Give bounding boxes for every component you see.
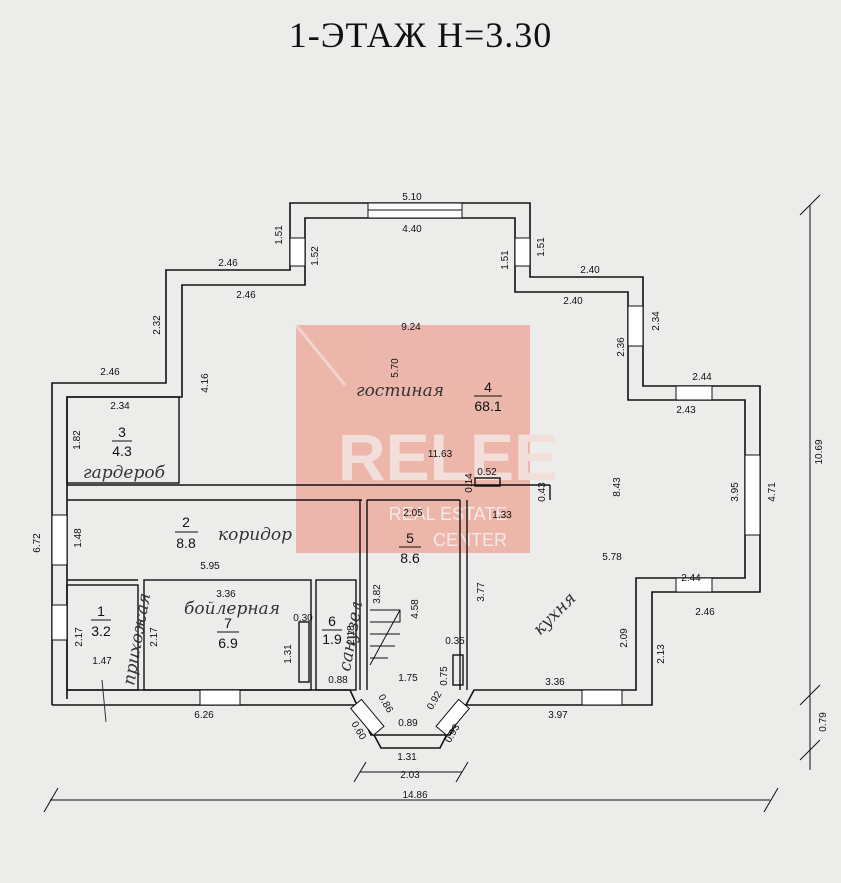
dim-label: 2.09 [619,628,630,648]
room-name: гостиная [356,381,444,401]
dim-label: 3.77 [476,582,487,602]
dim-label: 0.52 [477,467,497,478]
dim-label: 2.05 [403,508,423,519]
dim-label: 0.89 [398,718,418,729]
dim-label: 0.14 [464,473,475,493]
dim-label: 2.36 [616,337,627,357]
dim-label: 2.43 [676,405,696,416]
room-labels: 3 4.3 гардероб 2 8.8 коридор 4 68.1 гост… [83,379,580,687]
room-number: 2 [182,514,190,530]
dim-label: 11.63 [428,449,453,460]
dim-label: 2.17 [74,627,85,647]
room-area: 8.8 [176,535,196,551]
dim-label: 6.72 [32,533,43,553]
dim-label: 4.71 [767,482,778,502]
dim-label: 5.70 [390,358,401,378]
dim-label: 3.36 [216,589,236,600]
room-number: 4 [484,379,492,395]
dim-label: 0.86 [376,693,395,716]
dim-label: 8.43 [612,477,623,497]
dim-label: 2.46 [218,258,238,269]
dim-label: 1.31 [283,644,294,664]
dim-label: 4.16 [200,373,211,393]
dim-label: 2.34 [110,401,130,412]
dim-label: 0.35 [445,636,465,647]
dim-label: 14.86 [402,790,427,801]
dim-label: 0.79 [818,712,829,732]
watermark-box [296,325,530,553]
dim-label: 10.69 [814,439,825,464]
dim-label: 1.47 [92,656,112,667]
room-area: 3.2 [91,623,111,639]
dim-label: 1.48 [73,528,84,548]
dim-label: 1.51 [500,250,511,270]
dim-label: 2.13 [656,644,667,664]
dim-label: 5.10 [402,192,422,203]
dim-label: 3.95 [730,482,741,502]
room-name: коридор [218,525,292,545]
dim-label: 1.82 [72,430,83,450]
room-area: 6.9 [218,635,238,651]
dim-label: 0.88 [328,675,348,686]
dim-label: 2.34 [651,311,662,331]
dim-label: 5.95 [200,561,220,572]
dim-label: 2.46 [100,367,120,378]
watermark-line1: REAL ESTATE [389,504,508,524]
page-title: 1-ЭТАЖ H=3.30 [288,15,553,55]
dim-label: 4.40 [402,224,422,235]
dim-label: 0.92 [425,689,444,712]
watermark-line2: CENTER [433,530,507,550]
room-number: 6 [328,613,336,629]
dim-label: 2.46 [236,290,256,301]
dim-label: 2.40 [563,296,583,307]
dim-label: 2.32 [152,315,163,335]
room-area: 4.3 [112,443,132,459]
room-area: 1.9 [322,631,342,647]
room-number: 7 [224,615,232,631]
room-number: 3 [118,424,126,440]
windows [51,202,761,736]
dim-label: 1.75 [398,673,418,684]
watermark-brand: RELEE [338,420,558,494]
dim-label: 2.03 [400,770,420,781]
dim-label: 2.44 [681,573,701,584]
dim-label: 3.82 [372,584,383,604]
room-area: 68.1 [474,398,501,414]
dim-label: 1.31 [397,752,417,763]
outer-walls [51,202,761,749]
dim-label: 5.78 [602,552,622,563]
dim-label: 1.52 [310,246,321,266]
room-name: бойлерная [184,599,280,619]
dim-label: 0.30 [293,613,313,624]
watermark: RELEE REAL ESTATE CENTER [294,324,558,553]
dim-label: 2.46 [695,607,715,618]
room-number: 1 [97,603,105,619]
dim-label: 2.40 [580,265,600,276]
annotation-line [101,679,107,723]
room-area: 8.6 [400,550,420,566]
dim-label: 2.44 [692,372,712,383]
dim-label: 2.17 [149,627,160,647]
dim-label: 1.51 [274,225,285,245]
dim-label: 2.18 [346,625,357,645]
dimension-lines [43,194,821,813]
dim-label: 3.36 [545,677,565,688]
room-name: гардероб [83,463,166,483]
dim-label: 0.75 [439,666,450,686]
dim-label: 9.24 [401,322,421,333]
dim-label: 4.58 [410,599,421,619]
dim-label: 3.97 [548,710,568,721]
room-name: кухня [529,589,580,640]
stairs [369,609,401,666]
dim-label: 6.26 [194,710,214,721]
dim-label: 1.33 [492,510,512,521]
dim-label: 1.51 [536,237,547,257]
dim-label: 0.43 [537,482,548,502]
room-number: 5 [406,530,414,546]
